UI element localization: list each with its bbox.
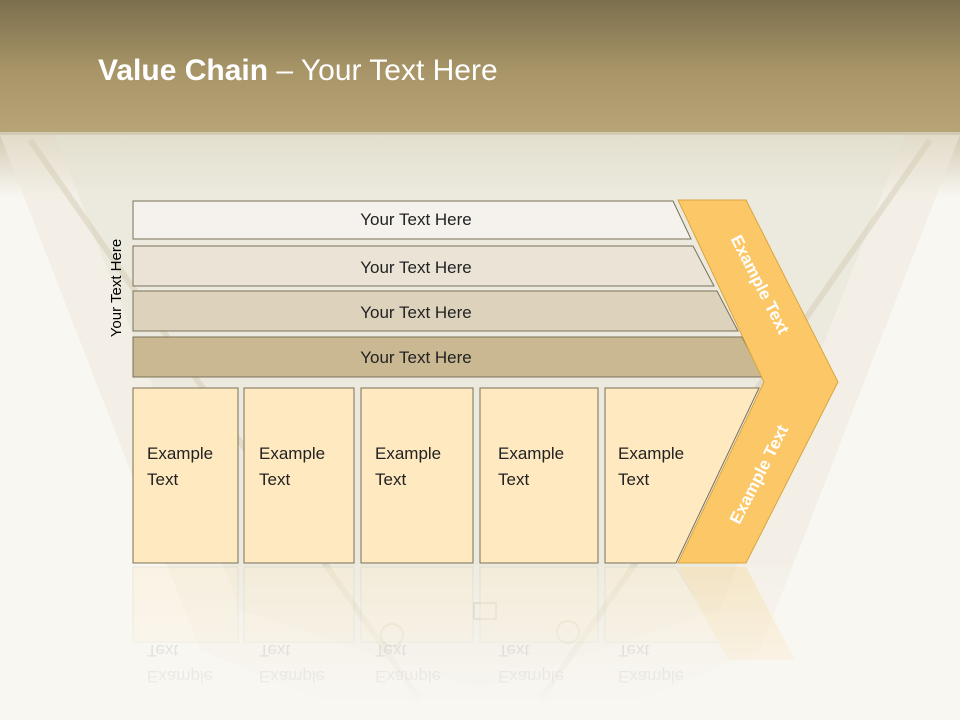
primary-box-5-line1: Example: [618, 444, 684, 463]
reflection-fade: [120, 566, 840, 720]
primary-box-5[interactable]: [604, 387, 760, 564]
support-row-3-label: Your Text Here: [360, 303, 472, 322]
title-rest: Your Text Here: [300, 54, 498, 87]
margin-chevron[interactable]: [677, 199, 839, 564]
support-row-4-label: Your Text Here: [360, 348, 472, 367]
title-bold: Value Chain: [98, 54, 269, 87]
primary-box-3[interactable]: [360, 387, 474, 564]
primary-box-4-line1: Example: [498, 444, 564, 463]
support-row-2-label: Your Text Here: [360, 258, 472, 277]
support-row-2[interactable]: [132, 245, 715, 287]
slide-title: Value Chain – Your Text Here: [98, 54, 498, 88]
primary-box-2-line1: Example: [259, 444, 325, 463]
primary-box-2[interactable]: [243, 387, 355, 564]
support-row-3[interactable]: [132, 290, 739, 332]
support-row-1[interactable]: [132, 200, 692, 240]
vertical-label: Your Text Here: [108, 239, 125, 337]
primary-box-1[interactable]: [132, 387, 239, 564]
primary-box-1-line1: Example: [147, 444, 213, 463]
primary-box-4-line2: Text: [498, 470, 529, 489]
support-row-1-label: Your Text Here: [360, 210, 472, 229]
primary-box-1-line2: Text: [147, 470, 178, 489]
primary-box-3-line1: Example: [375, 444, 441, 463]
primary-box-2-line2: Text: [259, 470, 290, 489]
primary-box-5-line2: Text: [618, 470, 649, 489]
primary-box-4[interactable]: [479, 387, 599, 564]
primary-box-3-line2: Text: [375, 470, 406, 489]
title-dash: –: [268, 54, 301, 87]
